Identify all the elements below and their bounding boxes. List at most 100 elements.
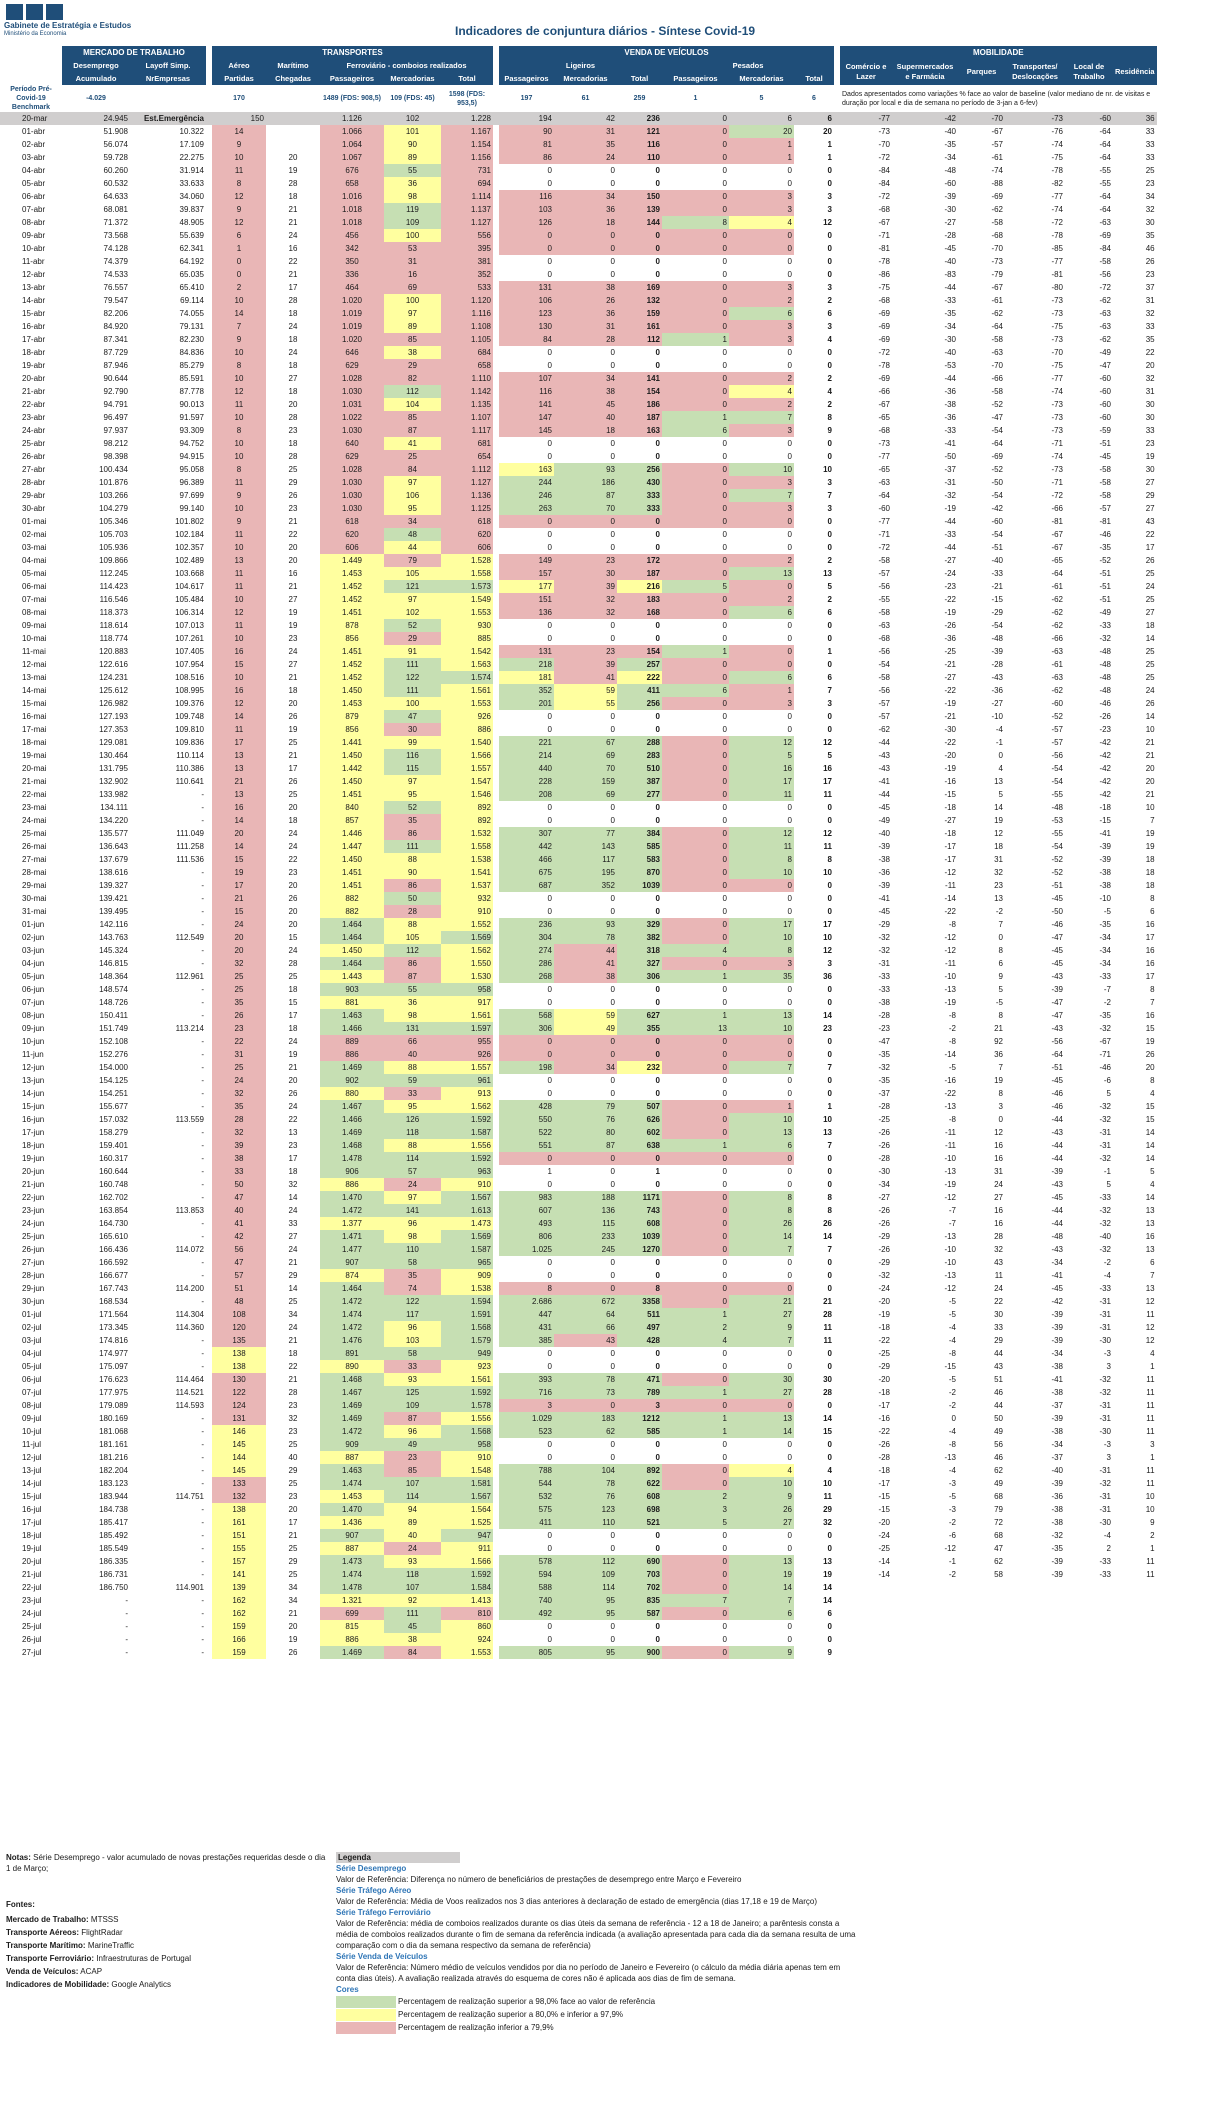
cell-pes-mercadorias: 10 xyxy=(729,931,794,944)
cell-local-trabalho: -64 xyxy=(1099,204,1111,214)
cell-ferro-total: 910 xyxy=(441,1451,493,1464)
cell-ferro-passageiros: 1.018 xyxy=(320,203,384,216)
cell-lig-total: 333 xyxy=(617,489,662,502)
cell-lig-passageiros: 0 xyxy=(499,515,554,528)
cell-chegadas: 29 xyxy=(288,477,298,487)
cell-ferro-mercadorias: 88 xyxy=(384,918,441,931)
cell-pes-passageiros: 0 xyxy=(722,451,727,461)
cell-transportes: -39 xyxy=(1051,1335,1063,1345)
cell-pes-total: 0 xyxy=(827,815,832,825)
cell-supermercados: -22 xyxy=(944,737,956,747)
cell-ferro-passageiros: 618 xyxy=(320,515,384,528)
cell-pes-total: 8 xyxy=(827,1205,832,1215)
cell-ferro-total: 1.532 xyxy=(441,827,493,840)
cell-ferro-total: 1.530 xyxy=(441,970,493,983)
row-date: 23-abr xyxy=(22,412,46,422)
cell-comercio: -29 xyxy=(878,1257,890,1267)
cell-ferro-mercadorias: 87 xyxy=(384,424,441,437)
legend-aereo-text: Valor de Referência: Média de Voos reali… xyxy=(336,1897,818,1906)
cell-supermercados: -8 xyxy=(948,1439,956,1449)
cell-residencia: 27 xyxy=(1145,503,1155,513)
cell-lig-passageiros: 578 xyxy=(499,1555,554,1568)
cell-acumulado: 136.643 xyxy=(99,841,128,851)
cell-acumulado: 74.379 xyxy=(103,256,128,266)
cell-pes-mercadorias: 0 xyxy=(729,580,794,593)
cell-nrempresas: 64.192 xyxy=(179,256,204,266)
cell-local-trabalho: -31 xyxy=(1099,1296,1111,1306)
cell-parques: -61 xyxy=(991,152,1003,162)
cell-ferro-mercadorias: 93 xyxy=(384,1555,441,1568)
cell-chegadas xyxy=(266,112,320,125)
cell-residencia: 11 xyxy=(1146,1426,1155,1436)
cell-partidas: 120 xyxy=(212,1321,266,1334)
cell-comercio: -58 xyxy=(878,607,890,617)
cell-ferro-mercadorias: 116 xyxy=(384,749,441,762)
cell-ferro-passageiros: 1.469 xyxy=(320,1646,384,1659)
cell-pes-passageiros: 0 xyxy=(662,1477,729,1490)
cell-lig-passageiros: 163 xyxy=(499,463,554,476)
cell-pes-total: 0 xyxy=(827,360,832,370)
cell-pes-mercadorias: 0 xyxy=(787,347,792,357)
benchmark-lig-total: 259 xyxy=(633,95,646,102)
cell-lig-mercadorias: 36 xyxy=(554,307,617,320)
cell-lig-passageiros: 0 xyxy=(499,1048,554,1061)
cell-transportes: -45 xyxy=(1051,893,1063,903)
cell-residencia: 13 xyxy=(1145,1283,1155,1293)
cell-local-trabalho: -58 xyxy=(1099,490,1111,500)
cell-pes-total: 28 xyxy=(823,1309,832,1319)
cell-pes-passageiros: 0 xyxy=(722,1270,727,1280)
cell-supermercados: -5 xyxy=(948,1309,956,1319)
cell-comercio: -60 xyxy=(878,503,890,513)
cell-parques: -54 xyxy=(991,425,1003,435)
cell-pes-total: 2 xyxy=(827,399,832,409)
cell-chegadas: 17 xyxy=(288,1153,298,1163)
cell-ferro-mercadorias: 44 xyxy=(384,541,441,554)
cell-ferro-total: 1.584 xyxy=(441,1581,493,1594)
cell-lig-mercadorias: 35 xyxy=(554,138,617,151)
cell-ferro-total: 1.228 xyxy=(441,112,493,125)
cell-partidas: 10 xyxy=(212,671,266,684)
cell-comercio: -24 xyxy=(878,1530,890,1540)
row-date: 17-jul xyxy=(22,1517,42,1527)
cell-residencia: 25 xyxy=(1145,659,1155,669)
cell-transportes: -32 xyxy=(1051,1530,1063,1540)
cell-pes-total: 10 xyxy=(823,1114,832,1124)
cell-pes-mercadorias: 0 xyxy=(787,711,792,721)
cell-chegadas: 29 xyxy=(288,1270,298,1280)
cell-parques xyxy=(958,1646,1005,1659)
cell-chegadas: 18 xyxy=(288,815,298,825)
cell-pes-mercadorias: 27 xyxy=(729,1386,794,1399)
cell-nrempresas: 107.405 xyxy=(175,646,204,656)
cell-ferro-mercadorias: 25 xyxy=(384,450,441,463)
cell-partidas: 138 xyxy=(212,1503,266,1516)
cell-ferro-mercadorias: 121 xyxy=(384,580,441,593)
cell-chegadas: 21 xyxy=(288,1608,298,1618)
cell-supermercados: -48 xyxy=(944,165,956,175)
cell-acumulado: 174.977 xyxy=(99,1348,128,1358)
cell-lig-mercadorias: 110 xyxy=(554,1516,617,1529)
cell-pes-passageiros: 0 xyxy=(662,515,729,528)
cell-local-trabalho: -31 xyxy=(1099,1400,1111,1410)
cell-nrempresas: 113.853 xyxy=(175,1205,204,1215)
cell-supermercados: -10 xyxy=(944,971,956,981)
cell-ferro-passageiros: 1.464 xyxy=(320,957,384,970)
row-date: 08-jul xyxy=(22,1400,42,1410)
cell-chegadas: 17 xyxy=(288,763,298,773)
cell-ferro-mercadorias: 106 xyxy=(384,489,441,502)
cell-pes-total: 4 xyxy=(827,334,832,344)
cell-lig-mercadorias: 73 xyxy=(554,1386,617,1399)
row-date: 12-jul xyxy=(22,1452,42,1462)
row-date: 09-mai xyxy=(22,620,47,630)
cell-lig-total: 132 xyxy=(617,294,662,307)
cell-transportes: -34 xyxy=(1051,1348,1063,1358)
cell-comercio: -32 xyxy=(878,945,890,955)
cell-ferro-total: 1.114 xyxy=(441,190,493,203)
cell-acumulado: 130.464 xyxy=(99,750,128,760)
cell-ferro-mercadorias: 29 xyxy=(384,632,441,645)
